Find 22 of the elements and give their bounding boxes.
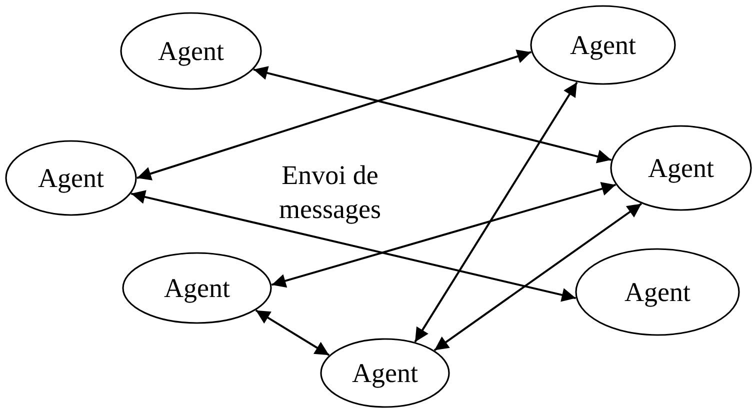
agent-ellipse xyxy=(122,252,272,324)
agent-label: Agent xyxy=(648,152,714,184)
agent-ellipse xyxy=(530,5,676,85)
agent-ellipse xyxy=(120,12,262,90)
double-arrow xyxy=(434,202,642,352)
agent-ellipse xyxy=(320,338,450,408)
double-arrow xyxy=(255,309,330,356)
double-arrow xyxy=(414,82,578,342)
agent-label: Agent xyxy=(38,162,104,194)
agent-label: Agent xyxy=(570,30,636,60)
double-arrow xyxy=(253,66,612,164)
agent-ellipse xyxy=(5,140,137,216)
double-arrow xyxy=(271,182,616,288)
agent-ellipse xyxy=(575,248,740,336)
agent-ellipse xyxy=(610,125,752,211)
double-arrow xyxy=(136,50,532,180)
agent-label: Agent xyxy=(164,272,230,304)
agent-label: Agent xyxy=(624,276,690,308)
double-arrow xyxy=(130,190,576,302)
agent-label: Agent xyxy=(158,36,224,66)
annotation-text: Envoi de messages xyxy=(278,159,382,226)
agent-label: Agent xyxy=(352,358,418,388)
